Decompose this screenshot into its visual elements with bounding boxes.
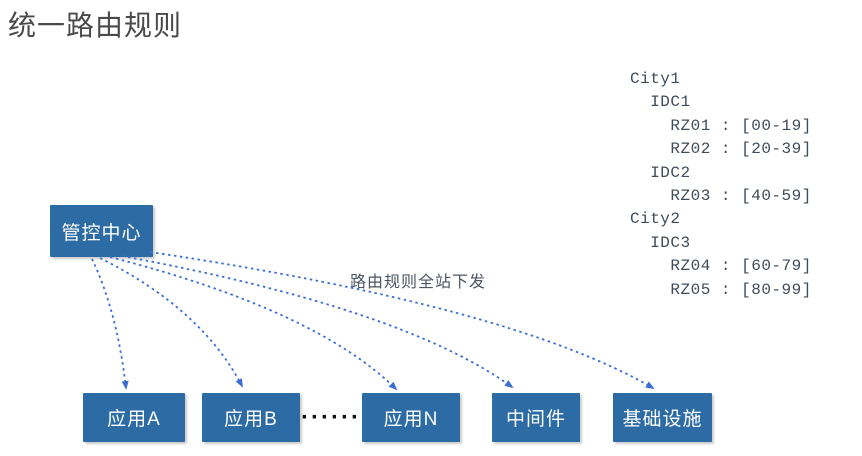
control-center-node: 管控中心 <box>50 205 153 257</box>
node-middleware: 中间件 <box>492 393 580 442</box>
node-app-a: 应用A <box>83 393 185 442</box>
node-app-n: 应用N <box>362 393 460 442</box>
ellipsis-dots: ······ <box>301 403 361 431</box>
arrow-to-app-b <box>99 257 243 388</box>
arrow-to-app-a <box>91 258 129 390</box>
node-infrastructure: 基础设施 <box>613 393 712 442</box>
routing-rules-code: City1 IDC1 RZ01 : [00-19] RZ02 : [20-39]… <box>630 70 812 299</box>
node-app-b: 应用B <box>202 393 300 442</box>
broadcast-label: 路由规则全站下发 <box>350 274 487 291</box>
page-title: 统一路由规则 <box>8 10 183 41</box>
